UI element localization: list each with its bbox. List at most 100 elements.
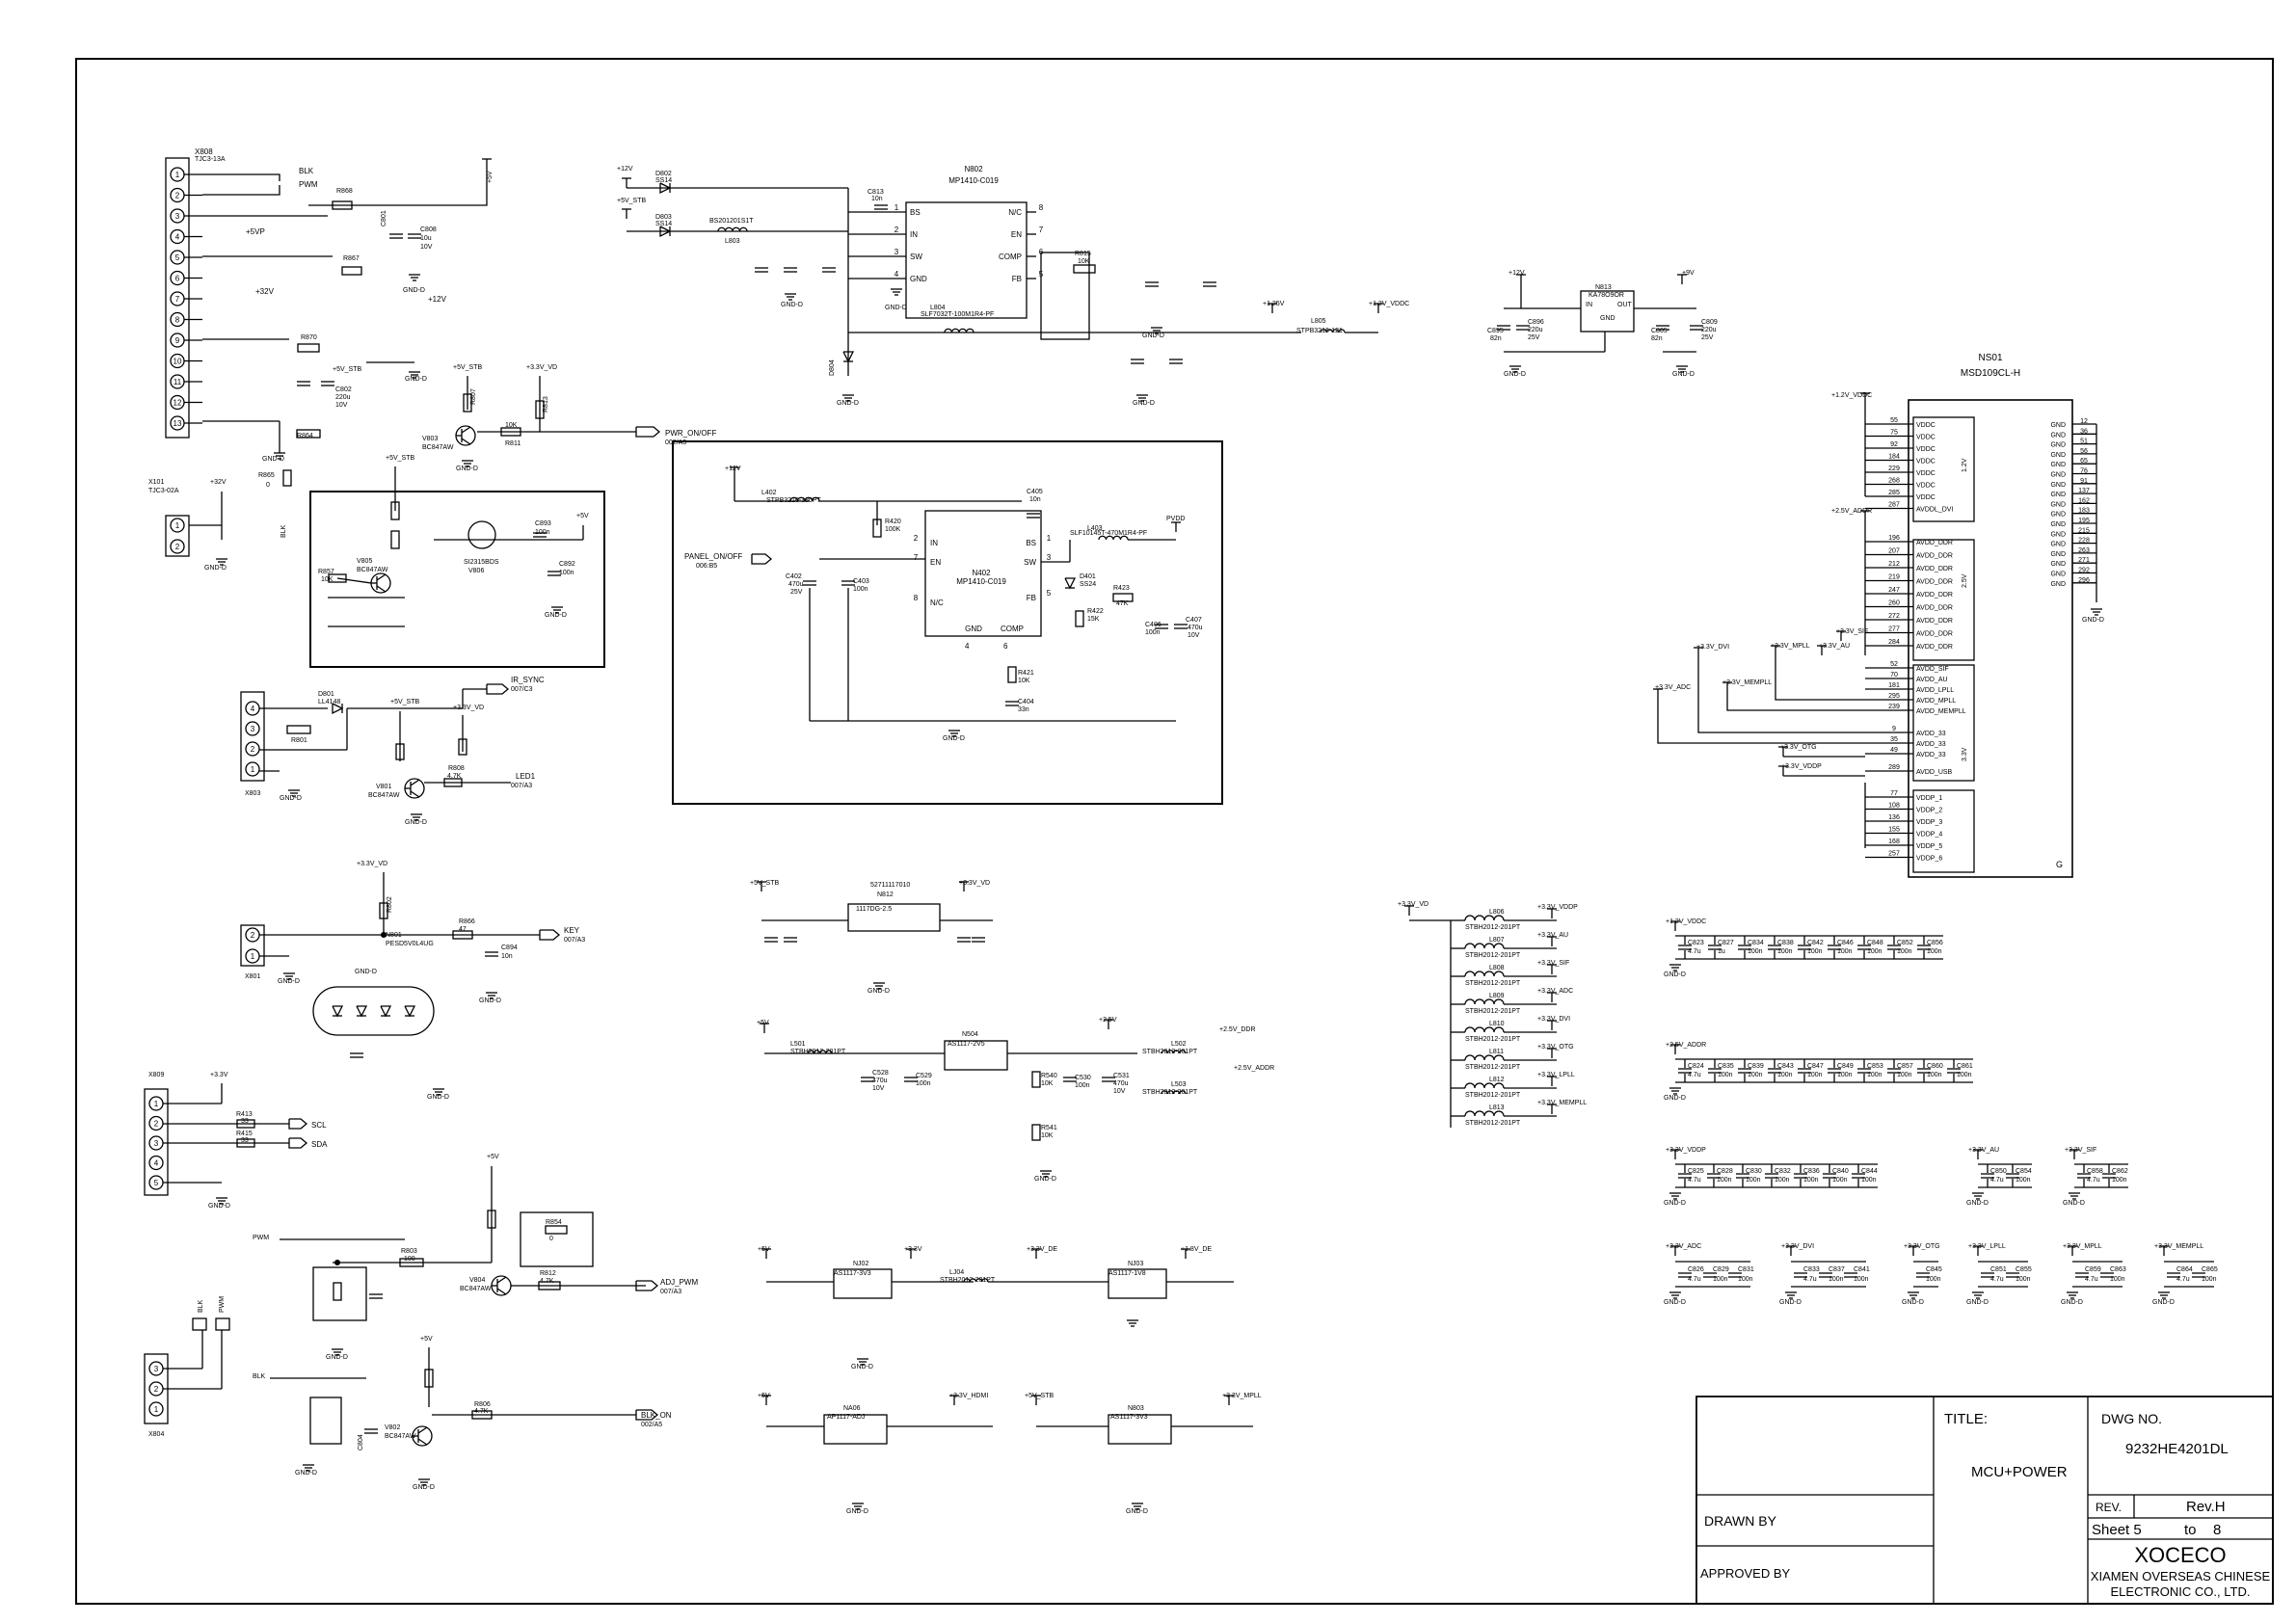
cap-ref: C860 xyxy=(1927,1063,1943,1070)
net-label: SI2315BDS xyxy=(464,559,499,566)
cap-ref: C843 xyxy=(1777,1063,1794,1070)
net-label: GND-D xyxy=(1672,371,1695,378)
net-label: R815 xyxy=(1075,251,1091,257)
cap-value: 100n xyxy=(1713,1276,1728,1283)
cap-ref: C832 xyxy=(1775,1168,1791,1175)
cap-value: 100n xyxy=(2016,1276,2031,1283)
net-label: +3.3V xyxy=(210,1072,228,1078)
pin-number: 4 xyxy=(251,705,255,713)
net-label: C802 xyxy=(335,386,352,393)
pin-number: 3 xyxy=(175,212,180,221)
net-label: +5V xyxy=(758,1393,770,1399)
connector-pin xyxy=(170,539,185,554)
pin-number: 1 xyxy=(1047,534,1052,543)
pin-label: GND xyxy=(2050,422,2066,429)
net-label: IN xyxy=(1586,302,1592,308)
net-label: LL4148 xyxy=(318,699,340,705)
pin-label: AVDD_MPLL xyxy=(1916,698,1956,705)
resistor-r861 xyxy=(390,530,400,549)
ic-nj03 xyxy=(1108,1268,1167,1299)
inductor xyxy=(1464,1026,1505,1033)
net-label: D401 xyxy=(1080,573,1096,580)
net-label: 007/A3 xyxy=(564,937,585,944)
net-label: +3.3V_OTG xyxy=(1904,1243,1940,1250)
pin-label: AVDD_33 xyxy=(1916,731,1946,737)
pin-number: 3 xyxy=(154,1365,159,1373)
x101-connector xyxy=(165,515,190,557)
pin-number: 2 xyxy=(251,931,255,940)
net-label: BC847AW xyxy=(460,1286,492,1292)
pin-number: 4 xyxy=(154,1159,159,1168)
net-label: PWM xyxy=(219,1296,226,1313)
pin-number: 108 xyxy=(1888,803,1900,810)
cap-ref: C823 xyxy=(1688,940,1704,946)
cap-value: 100n xyxy=(2110,1276,2125,1283)
net-label: +3.3V_MEMPLL xyxy=(2154,1243,2203,1250)
inductor-ref: L813 xyxy=(1489,1104,1505,1111)
cap-value: 4.7u xyxy=(1990,1177,2004,1184)
pin-number: 7 xyxy=(175,295,180,304)
diode xyxy=(332,703,344,715)
net-label: R803 xyxy=(401,1248,417,1255)
ic-n802 xyxy=(905,201,1028,319)
net-label: GND-D xyxy=(1664,971,1686,978)
offpage-connector xyxy=(635,1409,659,1421)
pin-number: 285 xyxy=(1888,490,1900,496)
net-label: GND-D xyxy=(1664,1200,1686,1207)
net-label: +5VP xyxy=(246,227,265,236)
cap-ref: C859 xyxy=(2085,1266,2101,1273)
rev-value: Rev.H xyxy=(2186,1499,2226,1515)
net-label: +2.5V_ADDR xyxy=(1666,1042,1706,1049)
pin-number: 168 xyxy=(1888,838,1900,845)
net-label: R420 xyxy=(885,519,901,525)
net-label: N801 xyxy=(386,932,402,939)
cap-ref: C854 xyxy=(2016,1168,2032,1175)
net-label: KEY xyxy=(564,926,580,935)
net-label: R868 xyxy=(336,188,353,195)
net-label: R812 xyxy=(540,1270,556,1277)
offpage-connector xyxy=(751,553,773,565)
net-label: STBH2012-201PT xyxy=(1142,1049,1198,1055)
pin-label: AVDD_DDR xyxy=(1916,566,1953,572)
inductor xyxy=(1161,1050,1187,1054)
cap-value: 100n xyxy=(1829,1276,1844,1283)
drawn-by-label: DRAWN BY xyxy=(1704,1513,1777,1529)
dwg-label: DWG NO. xyxy=(2101,1411,2162,1426)
net-label: R864 xyxy=(297,433,313,439)
pin-number: 3 xyxy=(251,725,255,733)
pin-number: 2 xyxy=(894,226,899,234)
x809-connector xyxy=(144,1088,169,1196)
pin-number: 155 xyxy=(1888,827,1900,834)
pin-label: AVDD_DDR xyxy=(1916,644,1953,651)
offpage-connector xyxy=(486,683,510,695)
pin-label: GND xyxy=(2050,561,2066,568)
cap-ref: C850 xyxy=(1990,1168,2007,1175)
cap-ref: C831 xyxy=(1738,1266,1754,1273)
pin-label: GND xyxy=(2050,521,2066,528)
net-label: +3.3V_AU xyxy=(1819,643,1850,650)
pin-label: AVDD_33 xyxy=(1916,752,1946,758)
cap-ref: C857 xyxy=(1897,1063,1913,1070)
pin-label: FB xyxy=(1012,275,1022,283)
pin-number: 8 xyxy=(175,316,180,325)
net-label: X804 xyxy=(148,1431,164,1438)
jumper-box xyxy=(309,1397,342,1445)
cap-value: 100n xyxy=(2202,1276,2217,1283)
pin-label: AVDD_33 xyxy=(1916,741,1946,748)
net-label: 006:B5 xyxy=(696,563,717,570)
cap-ref: C858 xyxy=(2087,1168,2103,1175)
pin-label: GND xyxy=(2050,482,2066,489)
pin-number: 184 xyxy=(1888,454,1900,461)
net-label: +3.3V_MPLL xyxy=(1222,1393,1262,1399)
resistor-r857 xyxy=(328,573,347,583)
net-label: +3.3V_VD xyxy=(959,880,990,887)
pin-label: VDDC xyxy=(1916,446,1936,453)
net-label: R865 xyxy=(258,472,275,479)
pin-number: 1 xyxy=(251,952,255,961)
net-label: X803 xyxy=(245,790,260,797)
net-label: +1.2V_VDDC xyxy=(1831,392,1872,399)
net-label: LJ04 xyxy=(949,1269,964,1276)
net-label: SLF7032T-100M1R4-PF xyxy=(921,311,994,318)
connector-pin xyxy=(245,761,260,777)
net-label: R870 xyxy=(301,334,317,341)
